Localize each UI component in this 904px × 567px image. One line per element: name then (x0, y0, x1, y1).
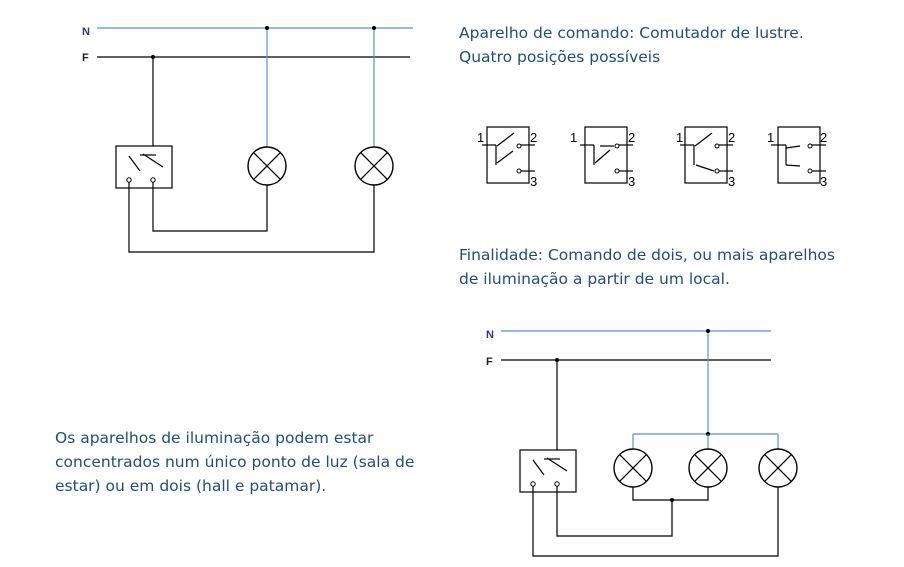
note-line: concentrados num único ponto de luz (sal… (55, 453, 415, 471)
junction-dot (372, 26, 376, 30)
svg-text:1: 1 (570, 130, 577, 145)
neutral-label: N (82, 26, 90, 38)
title-line: Aparelho de comando: Comutador de lustre… (459, 24, 804, 42)
junction-dot (706, 329, 710, 333)
svg-text:1: 1 (767, 130, 774, 145)
circuit-three-lamps: N F (486, 329, 798, 557)
return-wire-lamp-1 (152, 182, 268, 232)
svg-text:2: 2 (728, 130, 735, 145)
chandelier-switch (115, 145, 173, 189)
svg-text:1: 1 (477, 130, 484, 145)
chandelier-switch (519, 449, 577, 493)
note-line: Os aparelhos de iluminação podem estar (55, 429, 374, 447)
svg-text:3: 3 (530, 174, 537, 189)
note-text: Os aparelhos de iluminação podem estar c… (55, 426, 414, 498)
lamp-icon (247, 146, 287, 186)
svg-text:2: 2 (530, 130, 537, 145)
svg-text:2: 2 (628, 130, 635, 145)
lamp-icon (688, 448, 728, 488)
svg-text:3: 3 (728, 174, 735, 189)
junction-dot (151, 55, 155, 59)
lamp-bridge (632, 487, 709, 501)
purpose-line: Finalidade: Comando de dois, ou mais apa… (459, 246, 835, 264)
switch-title: Aparelho de comando: Comutador de lustre… (459, 21, 804, 69)
return-wire-lamps-1-2 (556, 486, 673, 537)
svg-text:2: 2 (820, 130, 827, 145)
switch-position-1: 1 2 3 (477, 126, 537, 189)
return-wire-lamp-3 (532, 486, 779, 557)
switch-position-2: 1 2 3 (570, 126, 635, 189)
purpose-text: Finalidade: Comando de dois, ou mais apa… (459, 243, 835, 291)
purpose-line: de iluminação a partir de um local. (459, 270, 730, 288)
phase-label: F (486, 356, 493, 368)
switch-position-4: 1 2 3 (767, 126, 827, 189)
return-wire-lamp-2 (128, 182, 375, 253)
neutral-label: N (486, 329, 494, 341)
lamp-icon (758, 448, 798, 488)
title-line: Quatro posições possíveis (459, 48, 661, 66)
svg-text:1: 1 (676, 130, 683, 145)
circuit-two-lamps: N F (82, 26, 413, 253)
svg-text:3: 3 (628, 174, 635, 189)
junction-dot (265, 26, 269, 30)
note-line: estar) ou em dois (hall e patamar). (55, 477, 327, 495)
junction-dot (670, 498, 674, 502)
lamp-icon (613, 448, 653, 488)
phase-label: F (82, 52, 89, 64)
svg-text:3: 3 (820, 174, 827, 189)
switch-contacts (126, 153, 164, 183)
switch-position-3: 1 2 3 (676, 126, 735, 189)
junction-dot (555, 358, 559, 362)
lamp-icon (354, 146, 394, 186)
switch-positions: 1 2 3 1 2 3 (477, 126, 827, 189)
